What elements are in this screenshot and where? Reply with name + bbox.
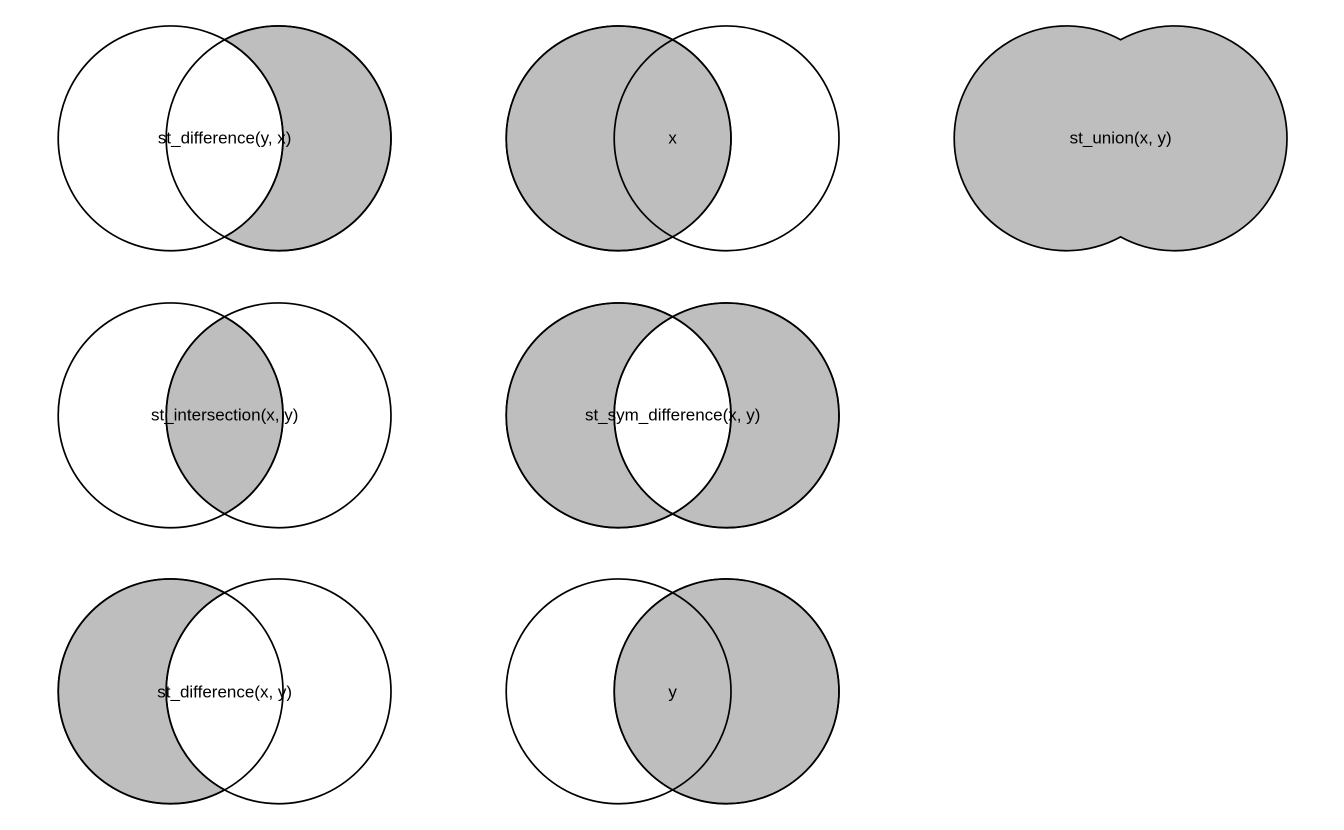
circle-y-outline <box>165 25 392 252</box>
circle-y-outline <box>165 301 392 529</box>
shaded-region-union <box>953 25 1288 252</box>
circle-x-outline <box>57 25 284 252</box>
venn-panel-st-difference-y-x: st_difference(y, x) <box>0 0 448 277</box>
empty-cell-row3-col3 <box>896 553 1344 830</box>
venn-panel-st-intersection-x-y: st_intersection(x, y) <box>0 277 448 554</box>
shaded-region-intersection <box>165 315 284 515</box>
circle-y-outline <box>613 301 840 529</box>
shaded-region-circle-y <box>613 578 840 805</box>
shaded-region-y-minus-x <box>222 25 392 252</box>
venn-panel-st-union-x-y: st_union(x, y) <box>896 0 1344 277</box>
venn-diagram <box>57 25 392 252</box>
venn-diagram <box>953 25 1288 252</box>
circle-x-outline <box>505 301 732 529</box>
circle-x-outline <box>57 578 284 805</box>
circle-x-outline <box>57 301 284 529</box>
venn-diagram <box>505 25 840 252</box>
venn-diagram <box>57 301 392 529</box>
shaded-region-sym-difference <box>505 301 840 529</box>
empty-cell-row2-col3 <box>896 277 1344 554</box>
venn-panel-y: y <box>448 553 896 830</box>
venn-diagram <box>505 301 840 529</box>
circle-y-outline <box>613 578 840 805</box>
venn-panel-st-sym-difference-x-y: st_sym_difference(x, y) <box>448 277 896 554</box>
venn-diagram <box>57 578 392 805</box>
shaded-region-circle-x <box>505 25 732 252</box>
venn-diagram <box>505 578 840 805</box>
circle-x-outline <box>505 578 732 805</box>
shaded-region-x-minus-y <box>57 578 227 805</box>
circle-y-outline <box>165 578 392 805</box>
circle-x-outline <box>505 25 732 252</box>
venn-panel-st-difference-x-y: st_difference(x, y) <box>0 553 448 830</box>
circle-y-outline <box>613 25 840 252</box>
venn-panel-x: x <box>448 0 896 277</box>
